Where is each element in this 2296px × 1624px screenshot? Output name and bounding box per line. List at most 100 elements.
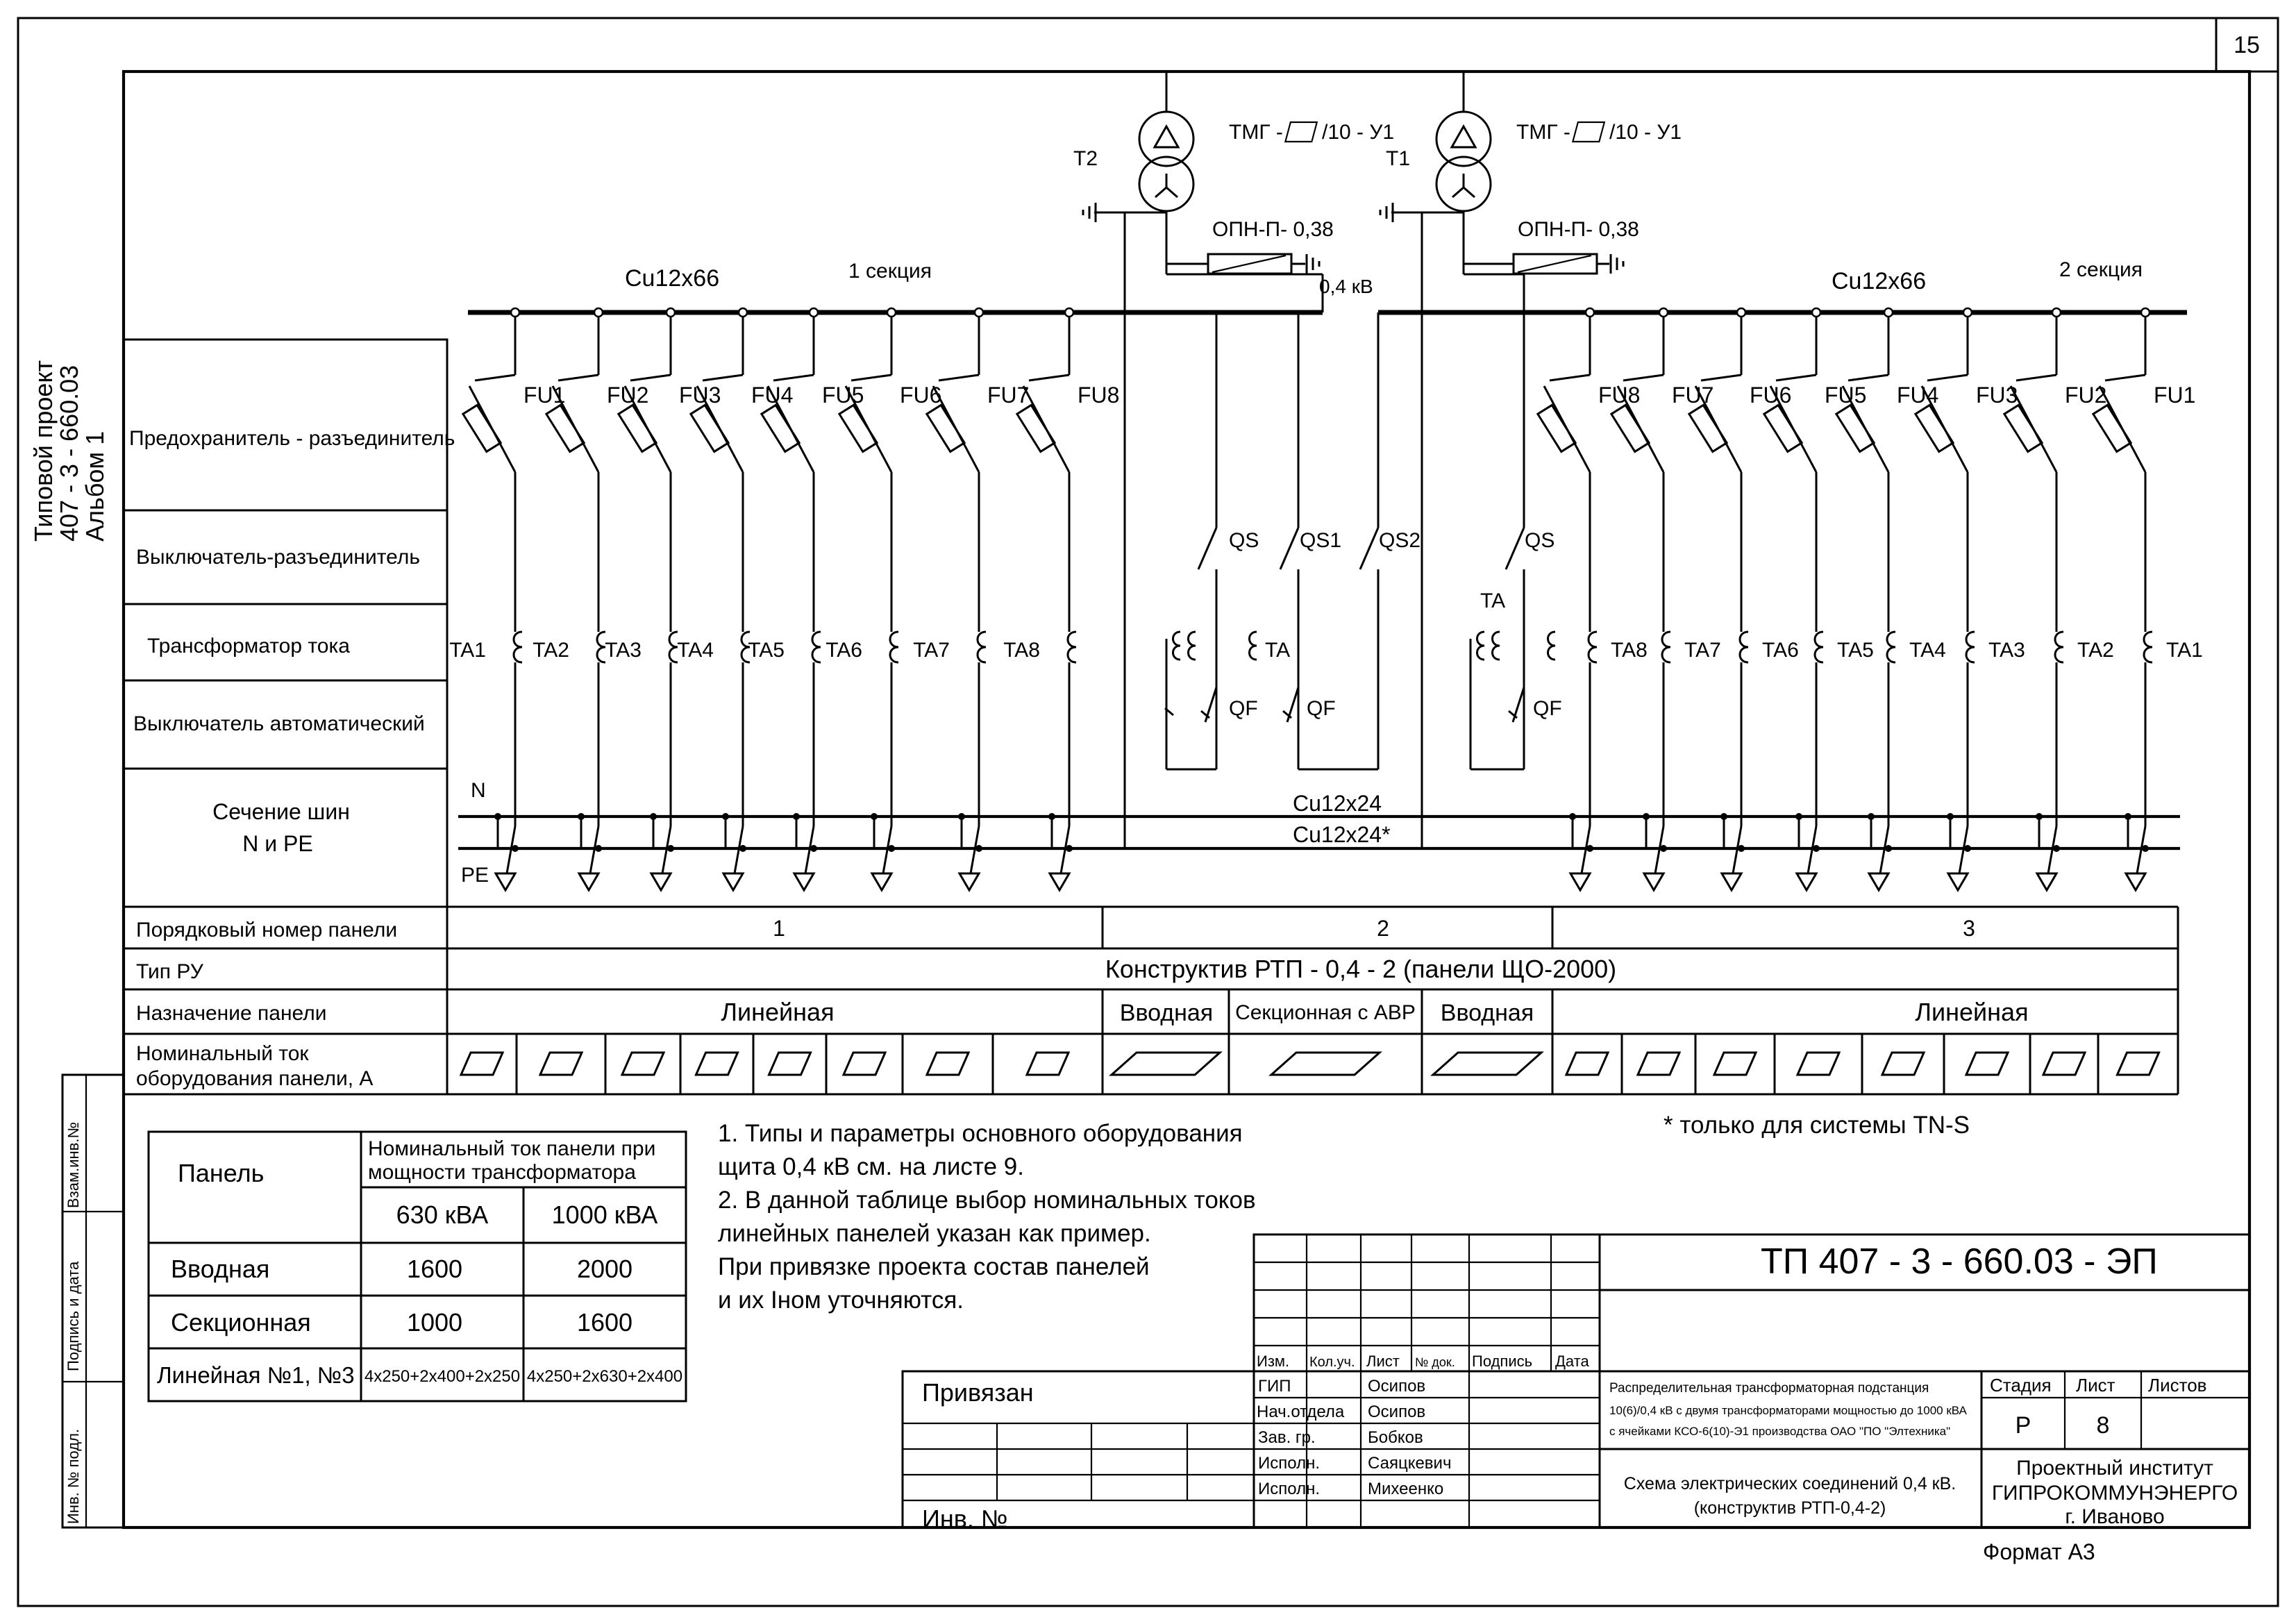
org-line1: Проектный институт (2016, 1457, 2213, 1480)
stamp-cell-inventory: Инв. № подл. (65, 1429, 82, 1524)
row-labels: Предохранитель - разъединитель Выключате… (122, 338, 2179, 1096)
col-date: Дата (1555, 1353, 1589, 1370)
panel-table: 1 2 3 Конструктив РТП - 0,4 - 2 (панели … (446, 769, 2161, 1094)
ct-row2-630: 1000 (407, 1308, 462, 1337)
bus-pe-section: Cu12x24* (1293, 822, 1391, 847)
fuse-label: FU8 (1598, 383, 1640, 408)
fuse-label: FU5 (822, 383, 864, 408)
qs2-label: QS2 (1379, 529, 1421, 552)
role-head: Нач.отдела (1257, 1403, 1345, 1421)
transformer-t2: T2 ТМГ - /10 - У1 ОПН-П- 0,38 (1073, 72, 1394, 848)
stamp-cell-signature: Подпись и дата (65, 1261, 82, 1371)
label-panel-no: Порядковый номер панели (136, 919, 397, 941)
current-value-box (620, 1051, 666, 1076)
feeder-lines: FU1TA1FU2TA2FU3TA3FU4TA4FU5TA5FU6TA6FU7T… (449, 307, 2203, 892)
bus-left-section: Cu12x66 (625, 265, 719, 292)
ct-power-630: 630 кВА (396, 1200, 489, 1229)
ct-label: TA8 (1003, 639, 1040, 662)
label-switch: Выключатель-разъединитель (136, 546, 420, 569)
t1-type-suffix: /10 - У1 (1609, 121, 1682, 144)
current-value-box (1268, 1051, 1382, 1076)
note-line6: и их Iном уточняются. (718, 1287, 964, 1314)
ct-header-current-2: мощности трансформатора (368, 1161, 636, 1184)
notes: 1. Типы и параметры основного оборудован… (718, 1112, 1970, 1314)
ct-label: TA2 (533, 639, 569, 662)
qs-label: QS (1229, 529, 1259, 552)
qf-mid-label: QF (1307, 697, 1336, 720)
note-line4: линейных панелей указан как пример. (718, 1220, 1151, 1247)
ct-row3-630: 4x250+2x400+2x250 (364, 1367, 520, 1386)
fuse-label: FU4 (1897, 383, 1938, 408)
bus-right-section: Cu12x66 (1832, 268, 1926, 294)
fuse-label: FU8 (1078, 383, 1119, 408)
purpose-input-right: Вводная (1441, 1000, 1534, 1026)
t2-type-prefix: ТМГ - (1229, 121, 1283, 144)
desc-line2: 10(6)/0,4 кВ с двумя трансформаторами мо… (1609, 1404, 1968, 1417)
ct-row3-1000: 4x250+2x630+2x400 (527, 1367, 682, 1386)
current-value-box (1880, 1051, 1926, 1076)
ta-right-label: TA (1480, 589, 1505, 612)
ct-row1-1000: 2000 (577, 1255, 632, 1283)
ct-label: TA8 (1611, 639, 1648, 662)
ct-header-panel: Панель (178, 1159, 264, 1187)
col-sign: Подпись (1472, 1353, 1532, 1370)
t2-label: T2 (1073, 147, 1098, 170)
input-sectional-panels: QS QS1 QS2 QS TA TA QF QF QF (1164, 312, 1562, 771)
current-value-box (1712, 1051, 1758, 1076)
bus-n-label: N (471, 779, 486, 802)
ru-type-value: Конструктив РТП - 0,4 - 2 (панели ЩО-200… (1105, 955, 1616, 983)
name-exec2: Михеенко (1368, 1480, 1443, 1498)
ct-header-current-1: Номинальный ток панели при (368, 1137, 655, 1160)
purpose-right: Линейная (1915, 998, 2028, 1026)
ct-label: TA7 (1684, 639, 1721, 662)
col-izm: Изм. (1257, 1353, 1289, 1370)
qs1-label: QS1 (1300, 529, 1341, 552)
current-value-box (1795, 1051, 1841, 1076)
fuse-label: FU6 (900, 383, 941, 408)
bus-n-section: Cu12x24 (1293, 791, 1382, 816)
panel-number-1: 1 (773, 916, 785, 941)
sheet-value: 8 (2097, 1412, 2110, 1439)
ct-row1-name: Вводная (171, 1255, 269, 1283)
side-stamp: Типовой проект 407 - 3 - 660.03 Альбом 1 (29, 360, 109, 542)
desc-line3: с ячейками КСО-6(10)-Э1 производства ОАО… (1609, 1425, 1950, 1438)
t2-type-suffix: /10 - У1 (1322, 121, 1394, 144)
desc-line1: Распределительная трансформаторная подст… (1609, 1381, 1929, 1396)
sheet-label: Лист (2076, 1375, 2115, 1396)
left-stamp: Взам.инв.№ Подпись и дата Инв. № подл. (61, 1073, 125, 1529)
ct-label: TA7 (913, 639, 950, 662)
label-bus-1: Сечение шин (212, 799, 350, 824)
fuse-label: FU3 (679, 383, 721, 408)
name-head: Осипов (1368, 1403, 1425, 1421)
sheet-number: 15 (2234, 32, 2260, 58)
purpose-left: Линейная (721, 998, 834, 1026)
current-value-box (2115, 1051, 2161, 1076)
ct-power-1000: 1000 кВА (552, 1200, 658, 1229)
fuse-label: FU2 (607, 383, 648, 408)
t1-arrester: ОПН-П- 0,38 (1518, 218, 1639, 241)
current-value-box (1430, 1051, 1544, 1076)
current-value-box (1025, 1051, 1071, 1076)
col-doc: № док. (1415, 1355, 1455, 1369)
qs-right-label: QS (1525, 529, 1555, 552)
ct-label: TA2 (2077, 639, 2114, 662)
role-exec1: Исполн. (1258, 1454, 1320, 1473)
current-value-box (1964, 1051, 2010, 1076)
t2-arrester: ОПН-П- 0,38 (1212, 218, 1334, 241)
format-label: Формат А3 (1983, 1539, 2095, 1564)
ct-label: TA6 (1762, 639, 1799, 662)
purpose-input-left: Вводная (1120, 1000, 1213, 1026)
stage-label: Стадия (1990, 1375, 2052, 1396)
current-value-box (1564, 1051, 1610, 1076)
t1-type-prefix: ТМГ - (1516, 121, 1570, 144)
